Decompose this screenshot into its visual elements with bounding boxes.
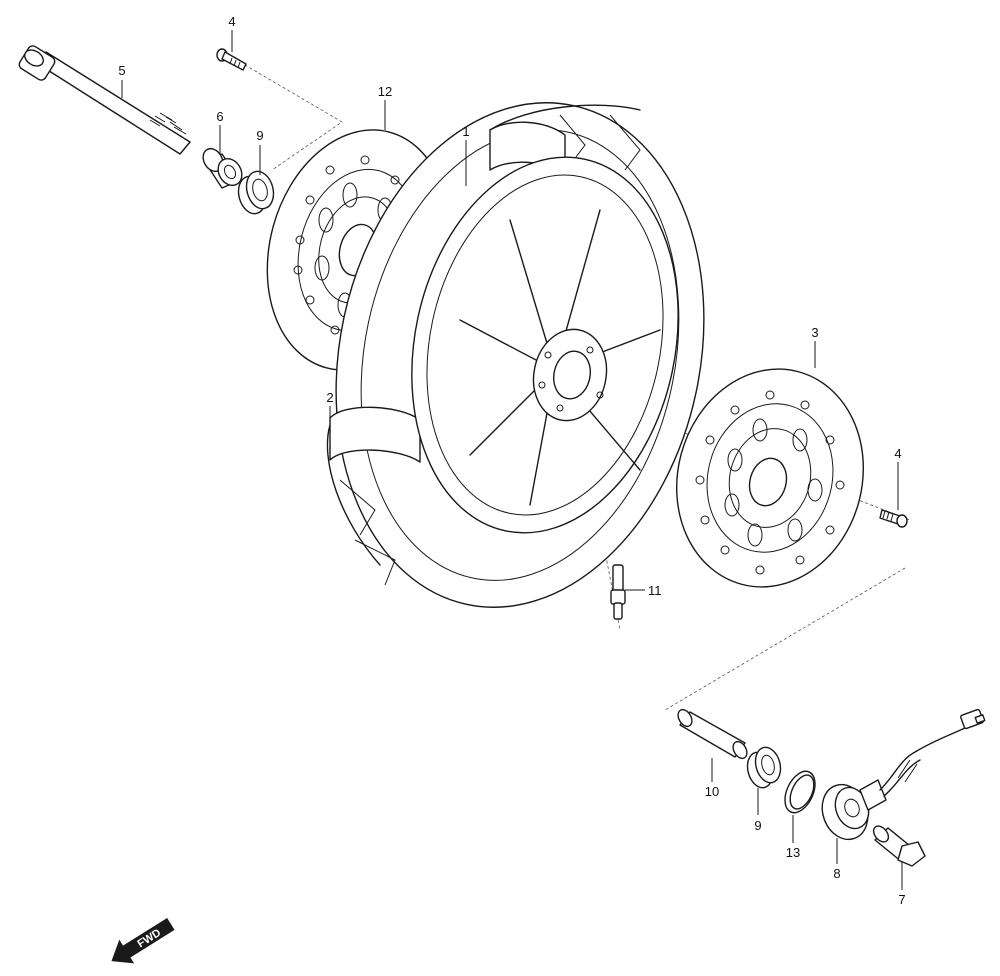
disc-bolt-upper (216, 48, 247, 71)
fwd-arrow-icon (111, 918, 175, 964)
front-axle (18, 45, 191, 155)
callout-13: 13 (786, 845, 800, 860)
callout-2: 2 (326, 390, 333, 405)
forward-direction-arrow: FWD (111, 918, 175, 964)
callout-7: 7 (898, 892, 905, 907)
callout-10: 10 (705, 784, 719, 799)
callout-1: 1 (462, 124, 469, 139)
callout-3: 3 (811, 325, 818, 340)
callout-12: 12 (378, 84, 392, 99)
callout-9-left: 9 (256, 128, 263, 143)
right-brake-disc (675, 368, 865, 588)
wheel-spacer (677, 708, 748, 760)
speed-sensor-housing (821, 708, 986, 841)
retaining-ring (784, 770, 816, 814)
callout-labels: 4 5 6 9 12 1 2 3 4 11 10 9 13 8 7 (118, 14, 905, 907)
callout-9-right: 9 (754, 818, 761, 833)
callout-4-lower: 4 (894, 446, 901, 461)
disc-bolt-lower (879, 509, 908, 528)
right-wheel-bearing (746, 746, 782, 789)
callout-11: 11 (648, 583, 662, 598)
callout-4-upper: 4 (228, 14, 235, 29)
callout-6: 6 (216, 109, 223, 124)
axle-nut (872, 825, 926, 867)
callout-leader-lines (121, 30, 903, 890)
tyre-valve (610, 564, 626, 620)
left-wheel-bearing (237, 170, 275, 215)
callout-5: 5 (118, 63, 125, 78)
callout-8: 8 (833, 866, 840, 881)
axle-collar (202, 147, 243, 189)
cast-wheel-rim (411, 156, 679, 534)
